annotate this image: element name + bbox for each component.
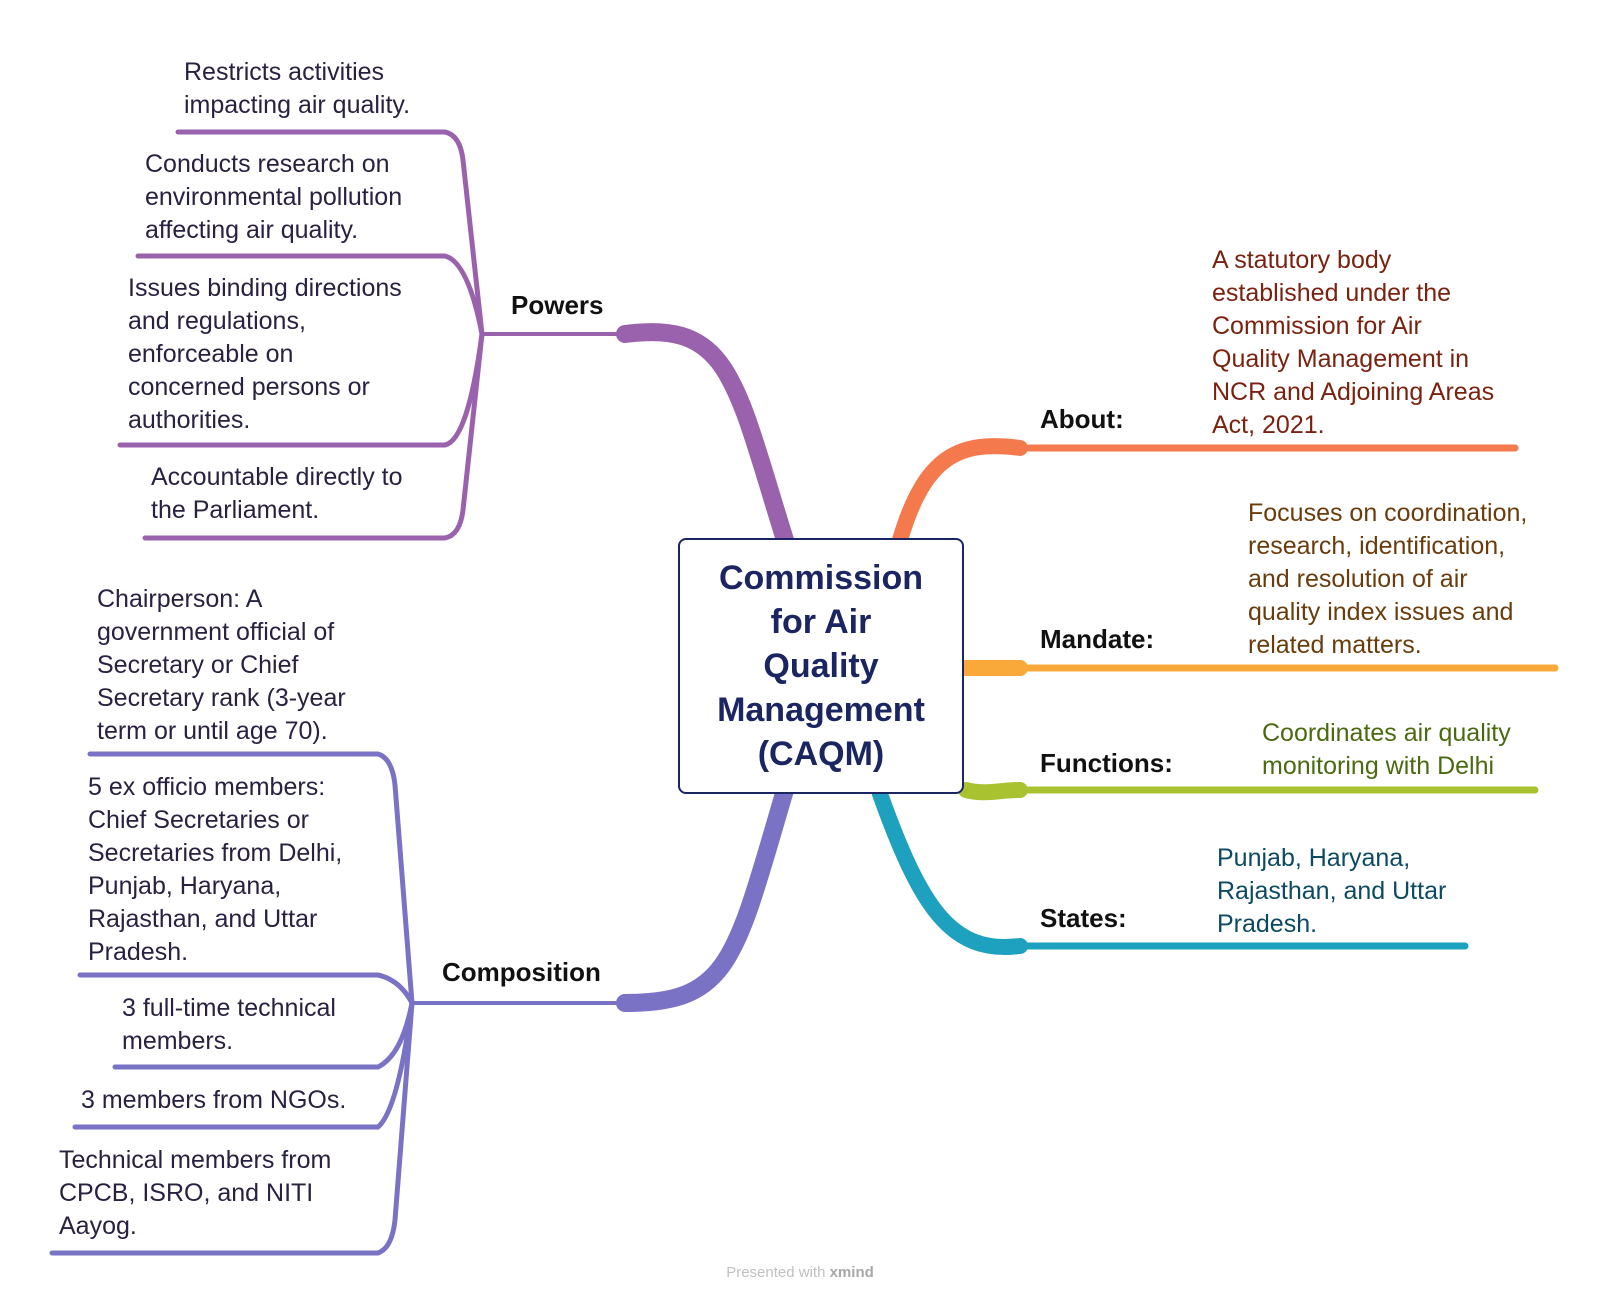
composition-item-4[interactable]: 3 members from NGOs. (81, 1086, 347, 1114)
central-line-1: Commission (718, 559, 924, 597)
branch-powers[interactable]: Powers (511, 290, 604, 320)
states-text[interactable]: Punjab, Haryana, Rajasthan, and Uttar Pr… (1217, 844, 1447, 938)
central-line-2: for Air (770, 603, 872, 641)
branch-states[interactable]: States: (1040, 903, 1127, 933)
central-topic[interactable]: Commission for Air Quality Management (C… (678, 538, 964, 794)
about-text[interactable]: A statutory body established under the C… (1212, 246, 1495, 439)
powers-item-2[interactable]: Conducts research on environmental pollu… (145, 150, 403, 244)
powers-trunk (616, 323, 794, 549)
central-line-3: Quality (763, 647, 879, 685)
functions-connector (962, 786, 1539, 796)
footer-prefix: Presented with (726, 1264, 830, 1281)
footer-credit: Presented with xmind (0, 1264, 1600, 1281)
mandate-text[interactable]: Focuses on coordination, research, ident… (1248, 499, 1528, 659)
composition-bracket-5 (49, 1000, 415, 1256)
composition-trunk (616, 781, 794, 1012)
composition-item-3[interactable]: 3 full-time technical members. (122, 994, 336, 1055)
composition-connectors (49, 751, 794, 1256)
central-line-4: Management (717, 691, 925, 729)
branch-composition[interactable]: Composition (442, 957, 601, 987)
branch-functions[interactable]: Functions: (1040, 748, 1173, 778)
composition-bracket-2 (77, 972, 415, 1006)
powers-bracket-2 (135, 253, 485, 337)
central-line-5: (CAQM) (757, 735, 885, 773)
composition-item-2[interactable]: 5 ex officio members: Chief Secretaries … (88, 773, 343, 966)
powers-connectors (117, 129, 794, 549)
composition-bracket-1 (87, 751, 415, 1006)
branch-about[interactable]: About: (1040, 404, 1124, 434)
powers-bracket-1 (175, 129, 485, 337)
powers-item-4[interactable]: Accountable directly to the Parliament. (151, 463, 403, 524)
powers-item-1[interactable]: Restricts activities impacting air quali… (184, 58, 411, 119)
composition-item-1[interactable]: Chairperson: A government official of Se… (97, 585, 346, 745)
xmind-brand: xmind (829, 1264, 874, 1281)
powers-item-3[interactable]: Issues binding directions and regulation… (128, 274, 402, 434)
composition-item-5[interactable]: Technical members from CPCB, ISRO, and N… (59, 1146, 332, 1240)
powers-bracket-4 (142, 331, 485, 541)
branch-mandate[interactable]: Mandate: (1040, 624, 1155, 654)
functions-text[interactable]: Coordinates air quality monitoring with … (1262, 719, 1511, 780)
